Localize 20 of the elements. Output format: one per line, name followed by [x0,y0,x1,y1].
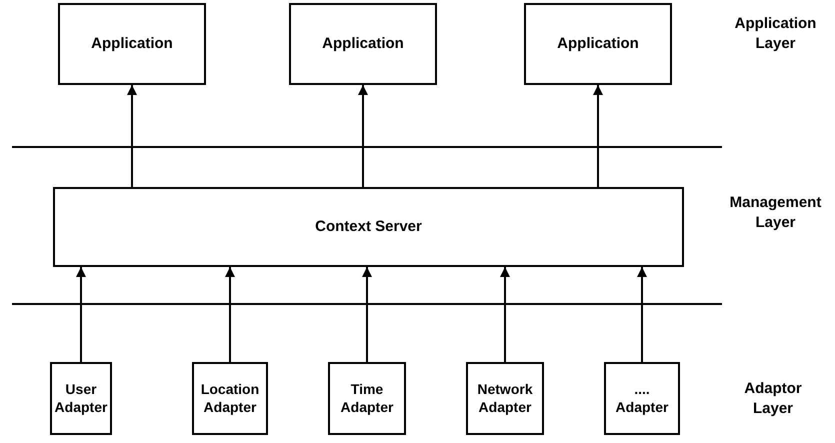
component-box: Network Adapter [466,362,544,435]
arrow [637,267,647,362]
component-box: Application [58,3,206,85]
arrow [362,267,372,362]
layer-label: Adaptor Layer [743,379,803,420]
component-box: Application [289,3,437,85]
arrow [500,267,510,362]
arrow [358,85,368,187]
arrow [593,85,603,187]
layer-label: Management Layer [728,193,822,234]
component-box: Application [524,3,672,85]
component-box: Location Adapter [192,362,268,435]
component-box: .... Adapter [604,362,680,435]
arrow [225,267,235,362]
layer-label: Application Layer [734,14,818,54]
arrow [127,85,137,187]
component-box: Time Adapter [328,362,406,435]
component-box: User Adapter [50,362,112,435]
arrow [76,267,86,362]
server-box: Context Server [53,187,684,267]
